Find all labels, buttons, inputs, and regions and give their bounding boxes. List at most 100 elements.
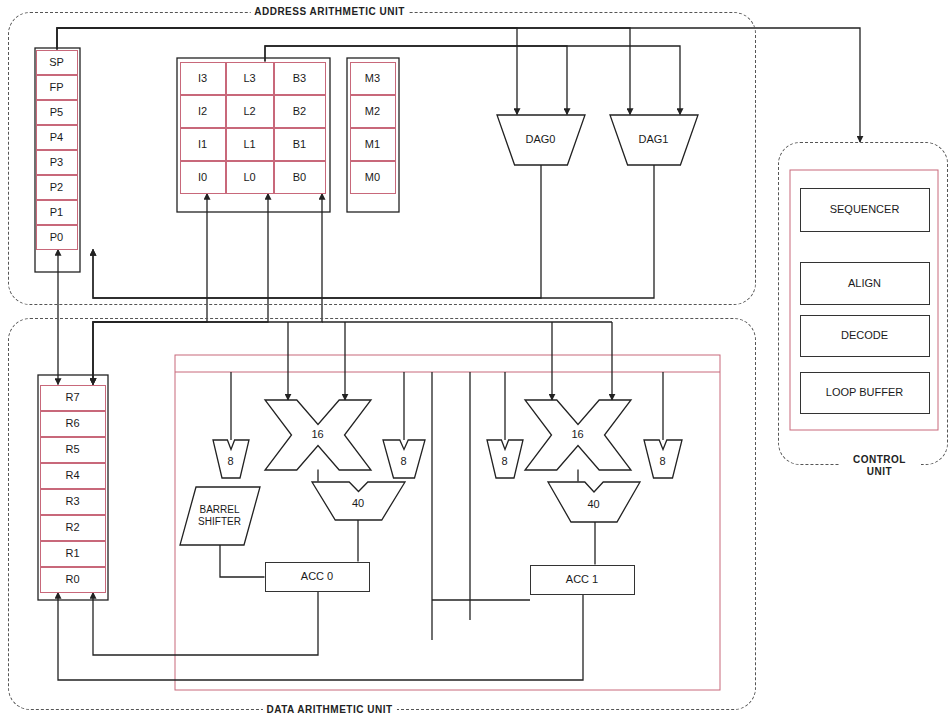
register-name: P1 xyxy=(50,206,63,219)
register-cell: L3 xyxy=(226,62,274,95)
bus-connector xyxy=(93,194,207,385)
register-name: L3 xyxy=(243,72,255,85)
shape-outline xyxy=(525,400,631,470)
address-generator: DAG0 xyxy=(497,115,585,165)
register-cell: P4 xyxy=(36,125,78,150)
bus-connector xyxy=(265,46,567,115)
register-name: P0 xyxy=(50,231,63,244)
bus-connector xyxy=(317,470,318,482)
bus-connector xyxy=(93,165,654,299)
bus-drop xyxy=(611,322,612,400)
bus-connector xyxy=(357,520,358,562)
bus-connector xyxy=(58,593,583,681)
m-file-outline xyxy=(347,58,399,212)
process-box: LOOP BUFFER xyxy=(800,372,930,414)
register-cell: L0 xyxy=(226,161,274,194)
register-name: M0 xyxy=(365,171,380,184)
shape-outline xyxy=(180,487,260,545)
register-name: P5 xyxy=(50,106,63,119)
register-cell: M3 xyxy=(350,62,396,95)
ilb-file-outline xyxy=(177,58,330,212)
shape-outline xyxy=(497,115,585,165)
alu-feed xyxy=(403,372,404,440)
barrel-shifter: BARREL SHIFTER xyxy=(180,487,260,545)
register-cell: R1 xyxy=(40,541,106,567)
register-cell: FP xyxy=(36,75,78,100)
multiplier-symbol: 16 xyxy=(525,400,631,470)
inner-frames xyxy=(175,170,938,690)
bus-connector xyxy=(93,194,322,385)
unit-title: ADDRESS ARITHMETIC UNIT xyxy=(250,5,409,18)
alu-feed xyxy=(230,372,231,440)
block-label: 40 xyxy=(587,498,599,511)
process-box: ACC 0 xyxy=(265,562,370,592)
bus-connector xyxy=(594,522,595,565)
register-cell: SP xyxy=(36,50,78,75)
register-cell: I2 xyxy=(180,95,226,128)
shape-outline xyxy=(383,440,425,478)
register-name: P2 xyxy=(50,181,63,194)
alu-symbol: 8 xyxy=(644,440,682,478)
block-label: 8 xyxy=(659,455,665,468)
block-label: 8 xyxy=(501,455,507,468)
block-label: ACC 0 xyxy=(301,570,333,583)
bus-connector xyxy=(93,194,268,385)
register-cell: I3 xyxy=(180,62,226,95)
alu-symbol: 8 xyxy=(487,440,523,478)
register-cell: M1 xyxy=(350,128,396,161)
register-name: R3 xyxy=(65,495,79,508)
alu-symbol: 8 xyxy=(383,440,425,478)
result-line xyxy=(469,372,470,620)
bus-connector xyxy=(93,165,541,299)
block-label: SEQUENCER xyxy=(830,203,900,216)
register-name: R7 xyxy=(65,391,79,404)
register-cell: R3 xyxy=(40,489,106,515)
shape-outline xyxy=(265,400,371,470)
register-name: R4 xyxy=(65,469,79,482)
register-name: L2 xyxy=(243,105,255,118)
register-cell: I0 xyxy=(180,161,226,194)
register-name: B0 xyxy=(293,171,306,184)
block-label: 16 xyxy=(311,428,323,441)
result-line xyxy=(432,599,530,600)
process-box: ACC 1 xyxy=(530,565,635,595)
process-box: SEQUENCER xyxy=(800,188,930,232)
shape-outline xyxy=(644,440,682,478)
shape-outline xyxy=(487,440,523,478)
unit-region: DATA ARITHMETIC UNITR7R6R5R4R3R2R1R08168… xyxy=(8,318,756,710)
bus-connector xyxy=(57,28,517,115)
unit-title: CONTROL UNIT xyxy=(839,453,921,478)
data-unit-frame xyxy=(175,355,720,690)
register-name: R2 xyxy=(65,521,79,534)
register-name: B1 xyxy=(293,138,306,151)
register-cell: M0 xyxy=(350,161,396,194)
shape-outline xyxy=(610,115,698,165)
bus-connector xyxy=(577,470,578,482)
block-label: LOOP BUFFER xyxy=(826,386,903,399)
shape-outline xyxy=(548,482,640,522)
register-cell: B2 xyxy=(274,95,326,128)
register-name: R0 xyxy=(65,573,79,586)
process-box: ALIGN xyxy=(800,262,930,305)
register-cell: B3 xyxy=(274,62,326,95)
register-name: B3 xyxy=(293,72,306,85)
register-cell: P3 xyxy=(36,150,78,175)
register-cell: B0 xyxy=(274,161,326,194)
register-name: FP xyxy=(49,81,63,94)
block-label: 40 xyxy=(352,497,364,510)
bus-drop xyxy=(551,322,552,400)
register-name: M1 xyxy=(365,138,380,151)
shape-outline xyxy=(312,482,405,520)
register-name: I1 xyxy=(198,138,207,151)
register-name: I3 xyxy=(198,72,207,85)
connector-group xyxy=(57,28,860,680)
register-name: P4 xyxy=(50,131,63,144)
register-name: B2 xyxy=(293,105,306,118)
alu-feed xyxy=(504,372,505,440)
process-box: DECODE xyxy=(800,315,930,357)
data-file-outline xyxy=(38,375,108,600)
address-generator: DAG1 xyxy=(610,115,698,165)
block-label: 16 xyxy=(571,428,583,441)
bus-connector xyxy=(265,46,680,115)
